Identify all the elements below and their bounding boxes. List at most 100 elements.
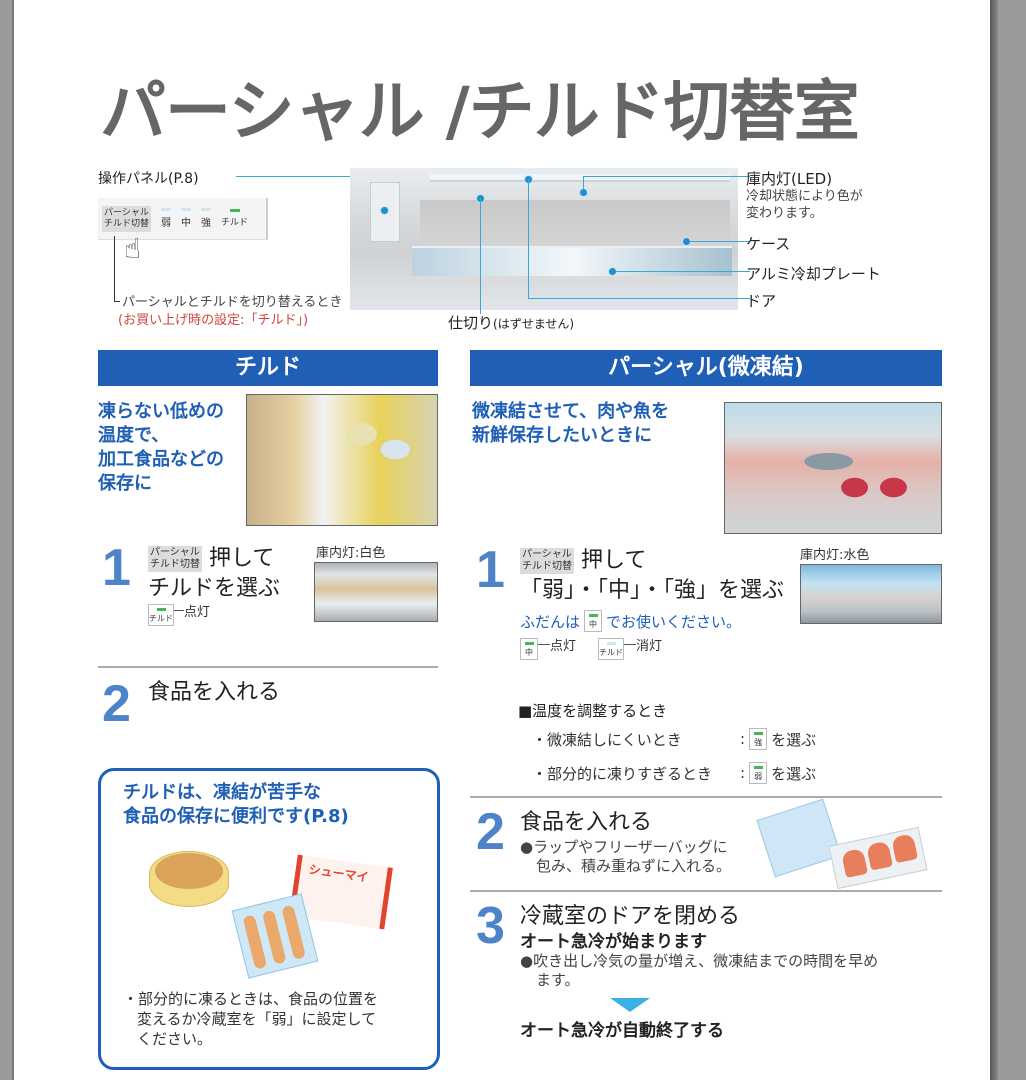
- mid-lit-icon: 中: [520, 638, 538, 660]
- led-lit-icon: [588, 614, 598, 617]
- step-number: 2: [476, 803, 505, 861]
- control-panel: パーシャル チルド切替 弱 中 強 チルド: [98, 198, 268, 240]
- chilled-food-photo: [246, 394, 438, 526]
- chilled-lead: 凍らない低めの 温度で、 加工食品などの 保存に: [98, 400, 248, 496]
- page-edge: [990, 0, 998, 1080]
- usual-pre: ふだんは: [520, 612, 581, 631]
- icon-label: チルド: [599, 648, 624, 657]
- salmon: [841, 847, 868, 878]
- icon-label: 弱: [754, 772, 763, 781]
- lead-line: 凍らない低めの: [98, 401, 224, 422]
- lead-line: 温度で、: [98, 425, 170, 446]
- strong-indicator: 強: [201, 208, 212, 229]
- adjust-item-text: ・微凍結しにくいとき: [532, 730, 682, 749]
- partial-food-photo: [724, 402, 942, 534]
- step3-subtitle: オート急冷が始まります: [520, 932, 707, 952]
- step-number: 1: [476, 541, 505, 599]
- weak-indicator: 弱: [161, 208, 172, 229]
- chip-line: パーシャル: [150, 547, 200, 558]
- panel-callout-line: [236, 176, 374, 177]
- mid-indicator: 中: [181, 208, 192, 229]
- off-label: 消灯: [636, 638, 663, 654]
- salmon: [891, 833, 919, 864]
- mid-label: 中: [181, 218, 192, 229]
- switch-button-chip: パーシャルチルド切替: [520, 548, 574, 574]
- salmon-tray-illustration: [828, 826, 928, 890]
- led-lit-icon: [753, 732, 763, 735]
- chilled-lamp-photo: [314, 562, 438, 622]
- led-lit-icon: [156, 608, 166, 611]
- auto-cool-end: オート急冷が自動終了する: [520, 1021, 724, 1041]
- chilled-step2-title: 食品を入れる: [148, 680, 281, 705]
- strong-setting-icon: 強: [749, 728, 768, 750]
- tip-title-line: 食品の保存に便利です(P.8): [123, 806, 349, 827]
- pointing-hand-icon: ☝: [124, 232, 142, 265]
- fridge-led-bar: [430, 174, 730, 182]
- usual-post: でお使いください。: [606, 612, 742, 631]
- partial-step1: パーシャルチルド切替 押して 「弱」・「中」・「強」を選ぶ ふだんは 中 でお使…: [520, 546, 784, 660]
- icon-label: 中: [589, 620, 598, 629]
- divider: [98, 666, 438, 668]
- lead-line: 保存に: [98, 473, 152, 494]
- case-callout-line: [690, 241, 750, 242]
- step1-title-a: パーシャルチルド切替 押して: [520, 546, 784, 576]
- partial-step3: 冷蔵室のドアを閉める オート急冷が始まります ●吹き出し冷気の量が増え、微凍結ま…: [520, 902, 878, 990]
- door-label: ドア: [746, 292, 777, 310]
- colon: :: [740, 730, 746, 748]
- step1-title-b: 「弱」・「中」・「強」を選ぶ: [520, 578, 785, 603]
- chilled-step1: パーシャルチルド切替 押して チルドを選ぶ チルド 点灯: [148, 544, 280, 626]
- chilled-label: チルド: [221, 218, 249, 228]
- lamp-legend: 中 点灯 チルド 消灯: [520, 638, 784, 660]
- adjust-item: ・部分的に凍りすぎるとき : 弱 を選ぶ: [532, 762, 816, 784]
- step3-title: 冷蔵室のドアを閉める: [520, 904, 741, 929]
- arrow-down-icon: [610, 998, 650, 1012]
- colon: :: [740, 764, 746, 782]
- switch-note: パーシャルとチルドを切り替えるとき: [122, 295, 343, 310]
- step-number: 1: [102, 539, 131, 597]
- switch-button-chip: パーシャルチルド切替: [148, 546, 202, 572]
- partial-lead: 微凍結させて、肉や魚を 新鮮保存したいときに: [472, 400, 669, 448]
- freezer-bag-illustration: [756, 798, 842, 878]
- chip-line: チルド切替: [150, 559, 200, 570]
- icon-label: 中: [525, 648, 533, 657]
- step1-title-a: パーシャルチルド切替 押して: [148, 544, 280, 574]
- led-lit-icon: [753, 766, 763, 769]
- led-sub-2: 変わります。: [746, 206, 823, 221]
- usual-setting-note: ふだんは 中 でお使いください。: [520, 610, 784, 632]
- led-callout-line-h: [583, 176, 750, 177]
- partial-step2: 食品を入れる ●ラップやフリーザーバッグに 包み、積み重ねずに入れる。: [520, 808, 731, 876]
- chilled-indicator: チルド: [221, 209, 248, 228]
- mid-setting-icon: 中: [584, 610, 603, 632]
- roll: [281, 904, 307, 961]
- led-label: 庫内灯(LED): [746, 170, 833, 188]
- partial-section-header: パーシャル(微凍結): [470, 350, 942, 386]
- lead-line: 加工食品などの: [98, 449, 224, 470]
- step3-bullet-line: ます。: [536, 971, 580, 989]
- bracket-line: [114, 236, 120, 302]
- note-line: 変えるか冷蔵室を「弱」に設定して: [137, 1010, 377, 1028]
- note-line: ください。: [137, 1030, 213, 1048]
- partial-lamp-label: 庫内灯:水色: [800, 548, 870, 563]
- step-number: 3: [476, 897, 505, 955]
- step1-press-text: 押して: [581, 548, 647, 573]
- note-line: ・部分的に凍るときは、食品の位置を: [123, 990, 379, 1008]
- led-sub-1: 冷却状態により色が: [746, 189, 863, 204]
- door-callout-line-h: [528, 298, 750, 299]
- step2-bullet-line: ●ラップやフリーザーバッグに: [520, 838, 728, 856]
- page-title: パーシャル /チルド切替室: [100, 73, 860, 150]
- default-setting-note: (お買い上げ時の設定:「チルド」): [118, 313, 309, 328]
- plate-callout-line: [616, 271, 750, 272]
- switch-button-line1: パーシャル: [104, 207, 149, 218]
- led-off-icon: [606, 642, 616, 645]
- partial-chilled-switch-button[interactable]: パーシャル チルド切替: [102, 205, 152, 232]
- divider-label: 仕切り(はずせません): [448, 312, 574, 333]
- adjust-action: を選ぶ: [771, 764, 817, 783]
- leader-line: [624, 643, 637, 645]
- step2-bullet-line: 包み、積み重ねずに入れる。: [536, 857, 732, 875]
- leader-line: [174, 609, 184, 611]
- partial-lamp-photo: [800, 564, 942, 624]
- lit-label: 点灯: [184, 604, 211, 620]
- salmon: [866, 840, 894, 871]
- chilled-off-icon: チルド: [598, 638, 625, 660]
- tip-title: チルドは、凍結が苦手な 食品の保存に便利です(P.8): [123, 781, 349, 829]
